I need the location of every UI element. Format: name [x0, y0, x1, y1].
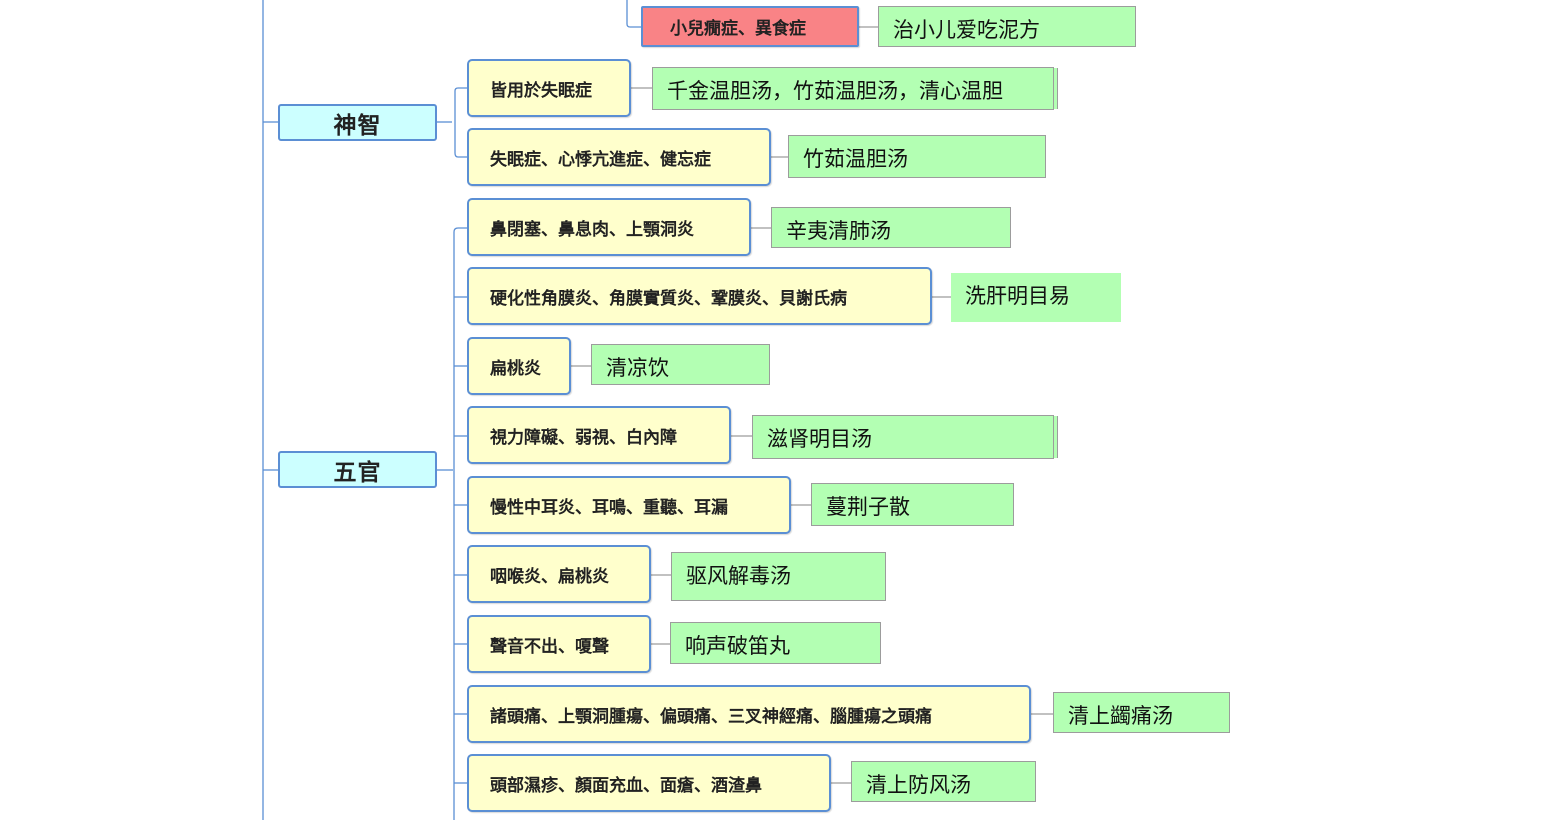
symptom-node[interactable]: 慢性中耳炎、耳鳴、重聽、耳漏: [467, 476, 791, 534]
symptom-node[interactable]: 扁桃炎: [467, 337, 571, 395]
symptom-node[interactable]: 視力障礙、弱視、白內障: [467, 406, 731, 464]
symptom-node[interactable]: 咽喉炎、扁桃炎: [467, 545, 651, 603]
symptom-node-top[interactable]: 小兒癇症、異食症: [641, 6, 859, 47]
formula-node[interactable]: 千金温胆汤，竹茹温胆汤，清心温胆: [652, 67, 1054, 110]
symptom-node[interactable]: 聲音不出、嗄聲: [467, 615, 651, 673]
formula-node[interactable]: 滋肾明目汤: [752, 415, 1054, 459]
category-node-wuguan[interactable]: 五官: [278, 451, 437, 488]
formula-node[interactable]: 清上防风汤: [851, 761, 1036, 802]
formula-node[interactable]: 清上蠲痛汤: [1053, 692, 1230, 733]
formula-node[interactable]: 竹茹温胆汤: [788, 135, 1046, 178]
symptom-node[interactable]: 皆用於失眠症: [467, 59, 631, 117]
formula-node[interactable]: 响声破笛丸: [670, 622, 881, 664]
symptom-node[interactable]: 頭部濕疹、顏面充血、面瘡、酒渣鼻: [467, 754, 831, 812]
symptom-node[interactable]: 失眠症、心悸亢進症、健忘症: [467, 128, 771, 186]
formula-node[interactable]: 驱风解毒汤: [671, 552, 886, 601]
symptom-node[interactable]: 硬化性角膜炎、角膜實質炎、鞏膜炎、貝謝氏病: [467, 267, 932, 325]
symptom-node[interactable]: 鼻閉塞、鼻息肉、上顎洞炎: [467, 198, 751, 256]
formula-node[interactable]: 蔓荆子散: [811, 483, 1014, 526]
category-node-shenzhi[interactable]: 神智: [278, 104, 437, 141]
formula-node-top[interactable]: 治小儿爱吃泥方: [878, 6, 1136, 47]
formula-node[interactable]: 洗肝明目易: [951, 273, 1121, 322]
formula-node[interactable]: 清凉饮: [591, 344, 770, 385]
formula-node[interactable]: 辛夷清肺汤: [771, 207, 1011, 248]
symptom-node[interactable]: 諸頭痛、上顎洞腫瘍、偏頭痛、三叉神經痛、腦腫瘍之頭痛: [467, 685, 1031, 743]
